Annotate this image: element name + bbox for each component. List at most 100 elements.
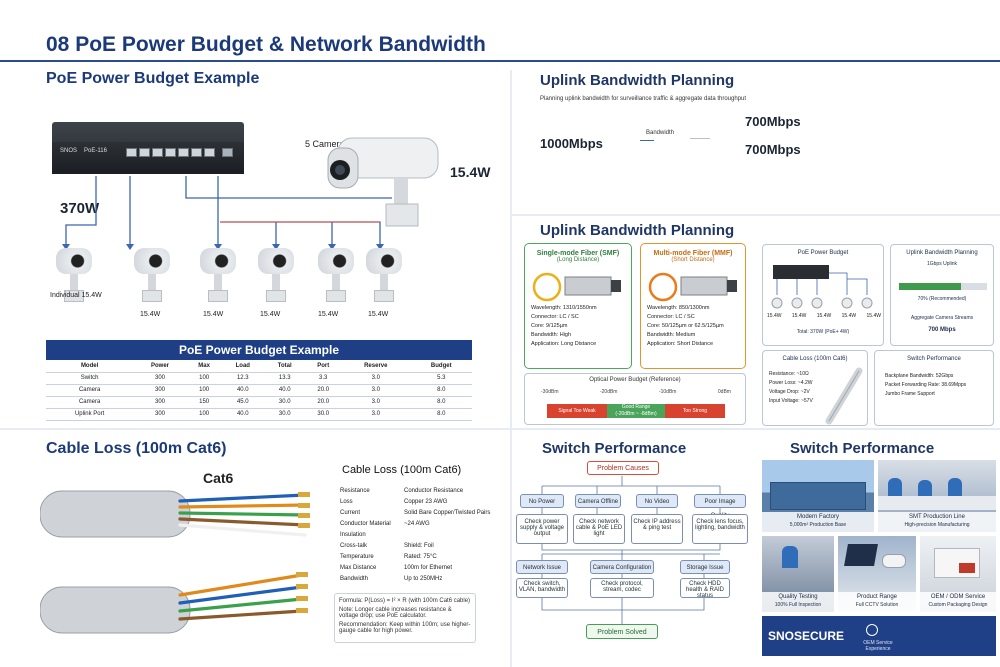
camera-power-label-2: 15.4W (203, 311, 224, 318)
mini-cam-label: 15.4W (841, 313, 857, 319)
uplink-mid-line (640, 140, 654, 141)
poe-heading: PoE Power Budget Example (46, 70, 260, 87)
poe-budget-table: PoE Power Budget Example Model Power Max… (46, 340, 472, 421)
table-header: Max (186, 360, 222, 373)
budget-tick: -30dBm (541, 389, 559, 395)
table-header: Power (133, 360, 187, 373)
cable-spec-key: Conductor Material (340, 521, 391, 527)
flowchart-connectors (541, 476, 721, 624)
cable-spec-key: Cross-talk (340, 543, 368, 549)
table-cell: 3.0 (341, 372, 411, 385)
factory-caption: Quality Testing (778, 594, 818, 600)
mini-uplink-bar (899, 283, 987, 290)
table-cell: 45.0 (221, 396, 265, 409)
switch-port (204, 148, 215, 157)
smt-line-photo: SMT Production Line High-precision Manuf… (878, 460, 996, 532)
package-box-icon (934, 548, 980, 578)
flow-end: Problem Solved (586, 624, 658, 639)
spec-line: Core: 9/125µm (531, 323, 568, 329)
cable-spec-row: Insulation (340, 532, 500, 543)
switch-port (126, 148, 137, 157)
camera-power-label-4: 15.4W (318, 311, 339, 318)
cable-spec-key: Current (340, 510, 361, 516)
cable-heading: Cable Loss (100m Cat6) (46, 440, 227, 457)
cat6-cable-image (40, 490, 310, 634)
table-cell: Uplink Port (46, 408, 134, 421)
smf-sub: (Long Distance) (556, 257, 600, 263)
flow-sub: Camera Configuration (590, 560, 654, 574)
cat6-label: Cat6 (203, 470, 234, 486)
factory-caption: OEM / ODM Service (930, 594, 986, 600)
table-cell: 5.3 (410, 372, 472, 385)
spec-line: Connector: LC / SC (531, 314, 579, 320)
table-cell: 3.3 (305, 372, 342, 385)
spec-line: Voltage Drop: ~2V (769, 389, 810, 395)
table-cell: 40.0 (221, 384, 265, 397)
product-range-photo: Product Range Full CCTV Solution (838, 536, 916, 612)
budget-strong: Too Strong (665, 404, 725, 418)
left-camera-label: Individual 15.4W (50, 292, 102, 299)
cable-spec-value: Up to 250MHz (404, 576, 443, 582)
flow-check: Check power supply & voltage output (516, 514, 568, 544)
camera-power-label-5: 15.4W (368, 311, 389, 318)
cable-spec-key: Temperature (340, 554, 374, 560)
table-cell: Camera (46, 384, 134, 397)
brand-banner: SNOSECURE OEM Service Experience (762, 616, 996, 656)
table-cell: 300 (133, 372, 187, 385)
budget-tick: -10dBm (658, 389, 677, 395)
mini-poe-panel: PoE Power Budget 15.4W 15.4W 15.4W 15.4W… (762, 244, 884, 346)
smf-title: Single-mode Fiber (SMF) (536, 250, 620, 257)
table-cell: 3.0 (341, 396, 411, 409)
camera-icon (130, 246, 174, 306)
brand-logo: SNOSECURE (768, 629, 845, 643)
brand-sub: OEM Service Experience (863, 640, 893, 652)
flow-heading: Switch Performance (542, 440, 687, 457)
mmf-sub: (Short Distance) (671, 257, 715, 263)
uplink2-heading: Uplink Bandwidth Planning (540, 222, 735, 239)
switch-uplink-port (222, 148, 233, 157)
cable-spec-key: Insulation (340, 532, 366, 538)
budget-tick: -20dBm (599, 389, 618, 395)
oem-odm-photo: OEM / ODM Service Custom Packaging Desig… (920, 536, 996, 612)
table-cell: 30.0 (305, 408, 342, 421)
flow-sub: Storage Issue (680, 560, 730, 574)
factory-subcaption: 100% Full Inspection (774, 602, 822, 608)
table-cell: Switch (46, 372, 134, 385)
mini-uplink-title: Uplink Bandwidth Planning (906, 250, 978, 256)
budget-good: Good Range (-20dBm ~ -8dBm) (607, 404, 665, 418)
spec-line: Input Voltage: ~57V (769, 398, 813, 404)
mini-perf-panel: Switch Performance Backplane Bandwidth: … (874, 350, 994, 426)
flow-check: Check lens focus, lighting, bandwidth (692, 514, 748, 544)
flow-sub: Network Issue (516, 560, 568, 574)
mini-uplink-panel: Uplink Bandwidth Planning 1Gbps Uplink 7… (890, 244, 994, 346)
cable-spec-value: Conductor Resistance (404, 488, 464, 494)
table-cell: 100 (186, 408, 222, 421)
flow-check: Check network cable & PoE LED light (573, 514, 625, 544)
flow-branch: Camera Offline (575, 494, 621, 508)
camera-icon (362, 246, 406, 306)
cable-spec-row: Temperature Rated: 75°C (340, 554, 500, 565)
brand-badge-icon (866, 624, 878, 636)
table-header: Total (264, 360, 306, 373)
flow-branch: Poor Image Quality (694, 494, 746, 519)
mini-switch (773, 265, 829, 279)
table-header: Model (46, 360, 134, 373)
camera-power-label-1: 15.4W (140, 311, 161, 318)
horizontal-divider-right-2 (512, 428, 1000, 430)
camera-icon (254, 246, 298, 306)
mini-agg-value: 700 Mbps (928, 327, 956, 333)
cable-spec-value: Rated: 75°C (404, 554, 437, 560)
quality-testing-photo: Quality Testing 100% Full Inspection (762, 536, 834, 612)
table-header: Port (305, 360, 342, 373)
optical-budget-title: Optical Power Budget (Reference) (589, 377, 681, 383)
title-rule (0, 60, 1000, 62)
table-title: PoE Power Budget Example (46, 340, 472, 360)
switch-label-b: PoE-116 (84, 148, 107, 154)
cable-spec-value: Copper 23 AWG (404, 499, 448, 505)
table-cell: 3.0 (341, 384, 411, 397)
spec-line: Wavelength: 850/1300nm (647, 305, 710, 311)
flow-branch: No Power (520, 494, 564, 508)
